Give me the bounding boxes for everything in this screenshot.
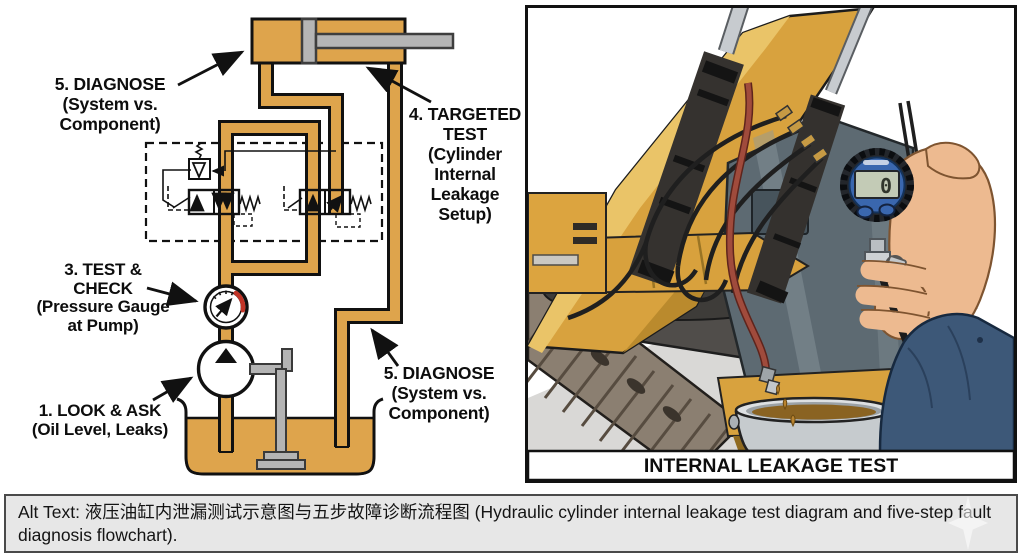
red-test-hose — [725, 82, 781, 396]
caption-bar: INTERNAL LEAKAGE TEST — [526, 449, 1016, 482]
gauge-brand — [863, 160, 889, 165]
valve-spring — [239, 194, 261, 213]
step-label-line: 3. TEST & — [64, 260, 142, 279]
gauge-needle — [215, 297, 233, 318]
step-label-line: 5. DIAGNOSE — [54, 74, 166, 94]
caption-text: INTERNAL LEAKAGE TEST — [644, 455, 898, 477]
reservoir-walls — [176, 397, 384, 476]
step-label-targeted-test: 4. TARGETED TEST (Cylinder Internal Leak… — [400, 104, 530, 224]
internal-leakage-test-panel: 0 INTERNAL LEAKAGE TEST — [506, 0, 1017, 499]
oil-bucket — [728, 396, 900, 453]
control-lever — [249, 348, 306, 470]
hydraulic-pipes — [218, 60, 403, 453]
valve-block-boundary — [144, 141, 384, 243]
oil-drips — [776, 384, 796, 428]
step-label-look-ask: 1. LOOK & ASK (Oil Level, Leaks) — [12, 401, 188, 439]
vent-slot — [573, 223, 597, 230]
step-label-line: TEST — [443, 124, 487, 144]
leaked-oil — [752, 404, 876, 420]
hydraulic-schematic — [144, 17, 455, 476]
pressure-gauge-symbol — [203, 284, 249, 330]
gauge-button — [856, 205, 874, 219]
cylinder-rod — [719, 0, 749, 54]
thumb — [924, 141, 981, 180]
relief-valve-symbol — [162, 142, 336, 208]
step-label-diagnose-right: 5. DIAGNOSE (System vs. Component) — [372, 363, 506, 423]
step-label-line: at Pump) — [67, 315, 139, 335]
step-label-line: Setup) — [438, 204, 492, 224]
cylinder-rod — [826, 0, 874, 94]
step-label-test-check: 3. TEST & CHECK (Pressure Gauge at Pump) — [18, 260, 188, 335]
hose-fittings — [774, 104, 830, 164]
vent-slot — [573, 237, 597, 244]
internal-leakage-test-illustration: 0 INTERNAL LEAKAGE TEST — [506, 0, 1016, 499]
directional-valve-right — [283, 186, 372, 228]
step-label-line: (Cylinder — [427, 144, 503, 164]
step-label-line: (Pressure Gauge — [36, 297, 170, 316]
fault-diagnosis-schematic-panel: 5. DIAGNOSE (System vs. Component) 4. TA… — [0, 0, 525, 492]
step-label-line: Internal — [434, 164, 496, 184]
hydraulic-cylinder-symbol — [250, 17, 455, 65]
step-label-line: Component) — [59, 114, 161, 134]
step-label-line: 1. LOOK & ASK — [38, 401, 162, 420]
step-label-line: (Oil Level, Leaks) — [31, 419, 169, 439]
arm-cylinder — [746, 0, 876, 304]
step-label-line: 4. TARGETED — [408, 104, 522, 124]
pointer-arrows — [146, 50, 432, 403]
valve-spring — [350, 194, 372, 213]
step-label-line: (System vs. — [391, 383, 487, 403]
alt-text-bar: Alt Text: 液压油缸内泄漏测试示意图与五步故障诊断流程图 (Hydrau… — [4, 494, 1018, 553]
step-bar — [532, 254, 579, 266]
sleeve-button — [977, 337, 983, 343]
step-label-diagnose-top: 5. DIAGNOSE (System vs. Component) — [34, 74, 186, 134]
step-label-line: Component) — [388, 403, 490, 423]
pump-symbol — [196, 339, 256, 399]
step-label-line: 5. DIAGNOSE — [383, 363, 495, 383]
gauge-lcd — [854, 170, 900, 199]
step-label-line: (System vs. — [62, 94, 158, 114]
alt-text: Alt Text: 液压油缸内泄漏测试示意图与五步故障诊断流程图 (Hydrau… — [18, 502, 992, 545]
directional-valve-left — [167, 186, 261, 227]
technician-sleeve — [878, 312, 1016, 453]
piston-rod — [314, 32, 455, 50]
piston — [300, 17, 318, 65]
gauge-red-zone — [233, 290, 246, 313]
step-label-line: CHECK — [73, 278, 133, 298]
gauge-button — [878, 203, 896, 217]
gauge-reading: 0 — [880, 174, 892, 198]
boom-cylinder — [628, 0, 751, 287]
step-label-line: Leakage — [430, 184, 500, 204]
